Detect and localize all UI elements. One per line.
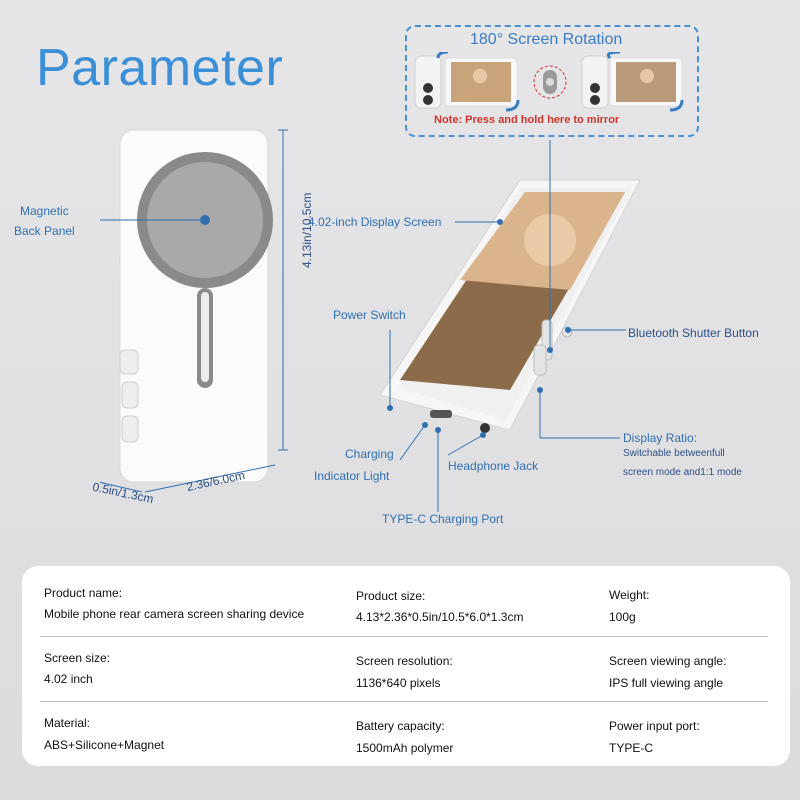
power-switch-label: Power Switch <box>333 308 406 322</box>
headphone-jack-label: Headphone Jack <box>448 459 539 473</box>
spec-value: Mobile phone rear camera screen sharing … <box>44 607 305 621</box>
divider <box>40 636 768 637</box>
callout-lines <box>387 140 626 512</box>
spec-label: Weight: <box>609 588 650 602</box>
back-panel-label: Back Panel <box>14 224 75 238</box>
spec-value: ABS+Silicone+Magnet <box>44 738 165 752</box>
spec-value: 1136*640 pixels <box>356 676 441 690</box>
display-ratio-desc-2: screen mode and1:1 mode <box>623 467 742 478</box>
spec-value: 4.13*2.36*0.5in/10.5*6.0*1.3cm <box>356 610 524 624</box>
spec-value: IPS full viewing angle <box>609 676 724 690</box>
magnetic-label: Magnetic <box>20 204 69 218</box>
device-front-view <box>379 179 641 433</box>
screen-rotation-panel <box>405 25 699 137</box>
bluetooth-shutter-label: Bluetooth Shutter Button <box>628 326 759 340</box>
spec-value: 100g <box>609 610 636 624</box>
mirror-note: Note: Press and hold here to mirror <box>434 114 620 126</box>
device-back-view <box>100 129 288 493</box>
display-ratio-label: Display Ratio: <box>623 431 698 445</box>
spec-label: Screen size: <box>44 651 111 665</box>
typec-port-label: TYPE-C Charging Port <box>382 512 504 526</box>
rotation-illustration <box>414 52 684 112</box>
divider <box>40 701 768 702</box>
spec-label: Material: <box>44 716 91 730</box>
spec-label: Screen viewing angle: <box>609 654 727 668</box>
spec-label: Power input port: <box>609 719 700 733</box>
spec-label: Battery capacity: <box>356 719 445 733</box>
spec-value: TYPE-C <box>609 741 654 755</box>
display-ratio-desc-1: Switchable betweenfull <box>623 448 725 459</box>
spec-label: Product size: <box>356 589 426 603</box>
spec-label: Product name: <box>44 586 123 600</box>
display-screen-label: 4.02-inch Display Screen <box>308 215 442 229</box>
spec-card: Product name: Mobile phone rear camera s… <box>22 566 790 766</box>
spec-value: 1500mAh polymer <box>356 741 454 755</box>
indicator-light-label: Indicator Light <box>314 469 390 483</box>
spec-label: Screen resolution: <box>356 654 453 668</box>
charging-label: Charging <box>345 447 394 461</box>
screen-rotation-title: 180° Screen Rotation <box>470 31 623 48</box>
page-title: Parameter <box>36 39 284 97</box>
spec-value: 4.02 inch <box>44 672 93 686</box>
